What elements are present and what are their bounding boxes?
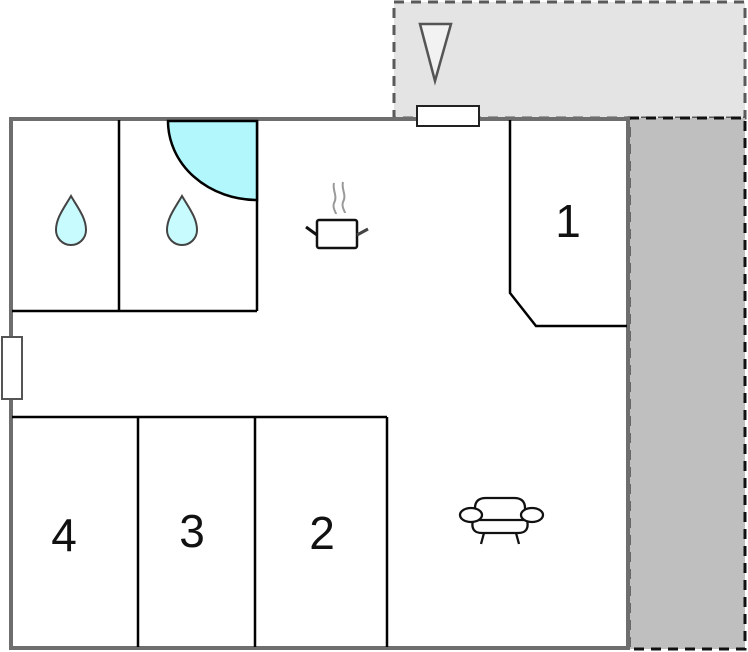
water-drop-icon <box>165 194 199 246</box>
room-bedroom-1 <box>508 120 627 328</box>
outer-walls <box>9 117 630 650</box>
room-label-4: 4 <box>51 509 77 561</box>
bedrooms-bottom <box>12 415 389 647</box>
cooking-pot-icon <box>305 181 369 250</box>
window-left <box>1 336 23 400</box>
room-label-1: 1 <box>555 195 581 247</box>
room-label-3: 3 <box>179 505 205 557</box>
armchair-icon <box>458 496 545 545</box>
shower-quarter-circle <box>166 119 259 202</box>
north-triangle-icon <box>418 22 453 86</box>
room-label-2: 2 <box>309 507 335 559</box>
window-top <box>416 105 480 127</box>
water-drop-icon <box>54 194 88 246</box>
terrace-right <box>627 116 747 651</box>
terrace-top <box>392 0 747 120</box>
